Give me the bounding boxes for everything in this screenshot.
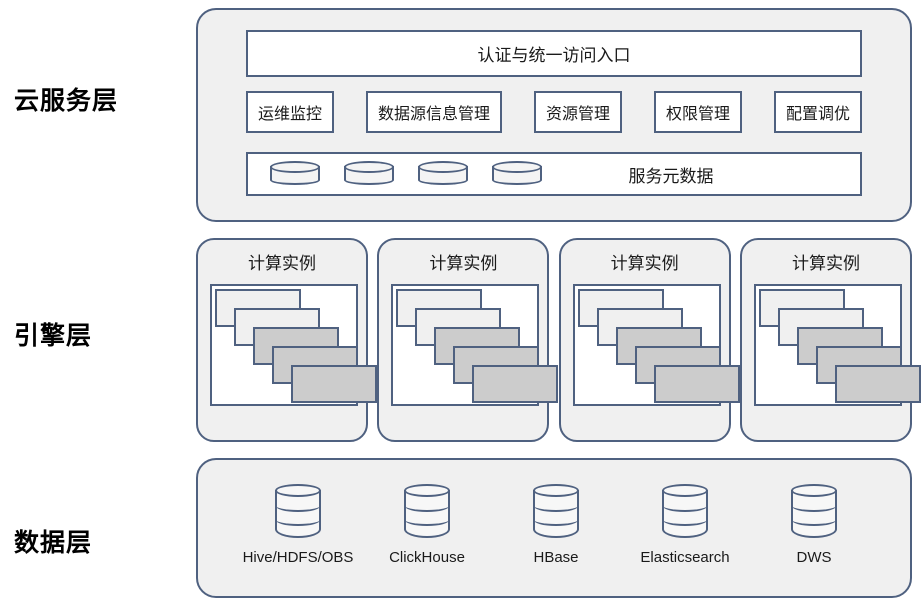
data-store-label: HBase: [533, 549, 579, 566]
service-button-resource-management[interactable]: 资源管理: [533, 91, 622, 133]
data-store-row: Hive/HDFS/OBS ClickHouse HBase: [234, 484, 878, 580]
data-store-hbase[interactable]: HBase: [492, 484, 620, 566]
service-button-datasource-info-management[interactable]: 数据源信息管理: [365, 91, 502, 133]
cloud-service-layer-panel: 认证与统一访问入口 运维监控 数据源信息管理 资源管理 权限管理 配置调优: [196, 8, 912, 222]
service-metadata-row: 服务元数据: [246, 152, 862, 196]
database-cylinder-icon: [533, 484, 579, 540]
database-cylinder-icon: [662, 484, 708, 540]
service-button-row: 运维监控 数据源信息管理 资源管理 权限管理 配置调优: [246, 91, 862, 133]
data-store-dws[interactable]: DWS: [750, 484, 878, 566]
data-store-label: DWS: [796, 549, 832, 566]
data-store-elasticsearch[interactable]: Elasticsearch: [621, 484, 749, 566]
compute-instance-3[interactable]: 计算实例: [558, 238, 740, 442]
layer-label-engine: 引擎层: [14, 322, 93, 350]
compute-instance-4[interactable]: 计算实例: [739, 238, 921, 442]
compute-instance-card-stack: [572, 284, 740, 406]
compute-instance-title: 计算实例: [610, 254, 679, 274]
compute-instance-1[interactable]: 计算实例: [196, 238, 377, 442]
layer-label-data: 数据层: [14, 529, 93, 557]
database-cylinder-icon: [344, 161, 394, 187]
unified-access-entry-bar: 认证与统一访问入口: [246, 30, 862, 77]
service-button-config-tuning[interactable]: 配置调优: [773, 91, 862, 133]
database-cylinder-icon: [270, 161, 320, 187]
data-layer-panel: Hive/HDFS/OBS ClickHouse HBase: [196, 458, 912, 598]
data-store-clickhouse[interactable]: ClickHouse: [363, 484, 491, 566]
database-cylinder-icon: [791, 484, 837, 540]
compute-instance-title: 计算实例: [791, 254, 860, 274]
database-cylinder-icon: [404, 484, 450, 540]
compute-instance-card-stack: [391, 284, 559, 406]
layer-label-cloud: 云服务层: [14, 87, 119, 115]
data-store-label: Elasticsearch: [640, 549, 730, 566]
data-store-label: ClickHouse: [389, 549, 465, 566]
compute-instance-card-stack: [753, 284, 921, 406]
engine-layer-group: 计算实例 计算实例 计算实例: [196, 238, 921, 442]
compute-instance-card-stack: [210, 284, 377, 406]
service-metadata-label: 服务元数据: [628, 166, 714, 187]
service-button-ops-monitoring[interactable]: 运维监控: [246, 91, 335, 133]
compute-node-card: [834, 365, 921, 403]
database-cylinder-icon: [492, 161, 542, 187]
compute-node-card: [472, 365, 559, 403]
metadata-cylinder-group: [248, 161, 542, 187]
data-store-label: Hive/HDFS/OBS: [242, 549, 354, 566]
compute-instance-title: 计算实例: [429, 254, 498, 274]
compute-instance-title: 计算实例: [248, 254, 316, 274]
compute-instance-2[interactable]: 计算实例: [377, 238, 559, 442]
database-cylinder-icon: [275, 484, 321, 540]
data-store-hive-hdfs-obs[interactable]: Hive/HDFS/OBS: [234, 484, 362, 566]
compute-node-card: [291, 365, 377, 403]
service-button-permission-management[interactable]: 权限管理: [653, 91, 742, 133]
compute-node-card: [653, 365, 740, 403]
database-cylinder-icon: [418, 161, 468, 187]
